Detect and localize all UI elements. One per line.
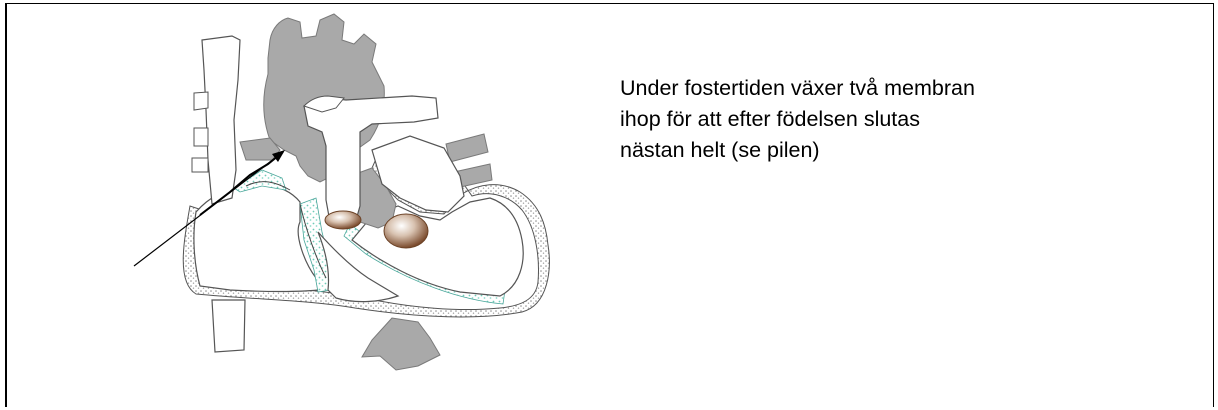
svc-branch-1 bbox=[194, 92, 208, 110]
svc-branch-2 bbox=[194, 128, 208, 146]
caption-line-1: Under fostertiden växer två membran bbox=[620, 73, 1140, 104]
svc-branch-3 bbox=[192, 158, 208, 172]
pulmonary-valve bbox=[325, 211, 361, 229]
inferior-vena-cava bbox=[212, 300, 245, 352]
descending-aorta bbox=[362, 318, 440, 370]
caption-line-2: ihop för att efter födelsen slutas bbox=[620, 104, 1140, 135]
superior-vena-cava bbox=[202, 36, 240, 204]
heart-diagram bbox=[0, 0, 600, 410]
aortic-valve bbox=[384, 214, 428, 248]
pulmonary-vein-1 bbox=[446, 134, 488, 162]
caption-line-3: nästan helt (se pilen) bbox=[620, 135, 1140, 166]
caption-text: Under fostertiden växer två membran ihop… bbox=[620, 73, 1140, 166]
